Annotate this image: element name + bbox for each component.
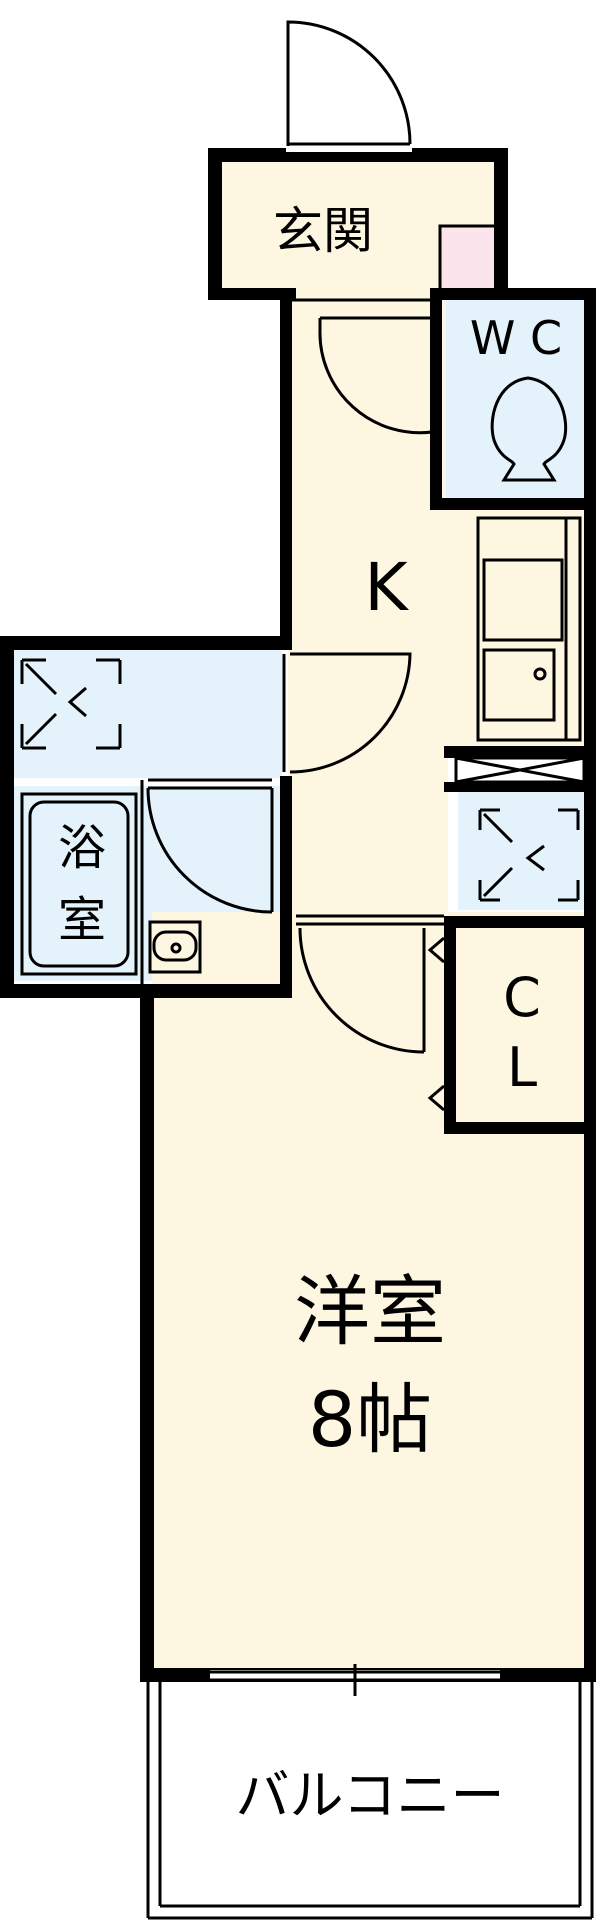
bath-label-line2: 室 <box>58 892 106 948</box>
washroom-door <box>282 652 412 774</box>
wall-kitchen-left <box>280 288 292 648</box>
bath-door <box>140 778 274 984</box>
kitchen-counter <box>476 516 582 742</box>
door-opening <box>286 146 412 152</box>
genkan-label: 玄関 <box>273 202 373 260</box>
wash-basin <box>148 920 202 974</box>
wall-closet-left <box>444 916 456 1134</box>
floor-fills <box>12 158 584 1672</box>
kitchen-floor <box>288 292 448 912</box>
entrance-door <box>286 20 412 152</box>
wc-floor <box>446 300 584 502</box>
toilet-icon <box>490 376 568 482</box>
wall-closet-top <box>444 916 590 928</box>
range-hood <box>454 756 586 784</box>
wall-wash-top <box>0 636 292 650</box>
kitchen-label: K <box>364 549 409 626</box>
closet-label-line1: C <box>503 966 541 1029</box>
wall-wash-right-lower <box>280 776 292 998</box>
washroom-floor <box>12 648 282 778</box>
washer-space-floor <box>458 790 584 910</box>
wall-genkan-bottom-left <box>208 288 296 300</box>
room-door <box>296 914 444 1054</box>
wall-genkan-top <box>208 148 508 162</box>
wall-room-left <box>140 984 154 1680</box>
closet-label-line2: L <box>507 1036 537 1099</box>
wall-partition-mid2 <box>444 782 590 792</box>
balcony <box>146 1664 594 1920</box>
wall-closet-bottom <box>444 1122 590 1134</box>
wall-wc-bottom <box>430 498 596 510</box>
western-room-label-line1: 洋室 <box>294 1267 446 1356</box>
washer-space-icon <box>478 808 580 902</box>
shoe-cabinet <box>440 226 498 292</box>
wall-partition-mid <box>444 746 590 758</box>
western-room-upper-floor <box>288 912 448 1132</box>
wall-right-outer <box>584 288 596 1680</box>
western-room-label-line2: 8帖 <box>308 1375 432 1464</box>
wc-door <box>292 298 440 435</box>
shoe-cabinet-outline <box>438 224 498 292</box>
laundry-space-icon <box>20 658 122 750</box>
bathtub <box>20 792 138 976</box>
closet-doors <box>427 928 450 1122</box>
bath-label-line1: 浴 <box>58 820 106 876</box>
balcony-label: バルコニー <box>236 1764 505 1827</box>
wall-wash-left <box>0 636 14 998</box>
wall-genkan-left <box>208 148 222 300</box>
wc-label: W C <box>470 311 562 365</box>
kitchen-counter-floor <box>448 510 584 750</box>
